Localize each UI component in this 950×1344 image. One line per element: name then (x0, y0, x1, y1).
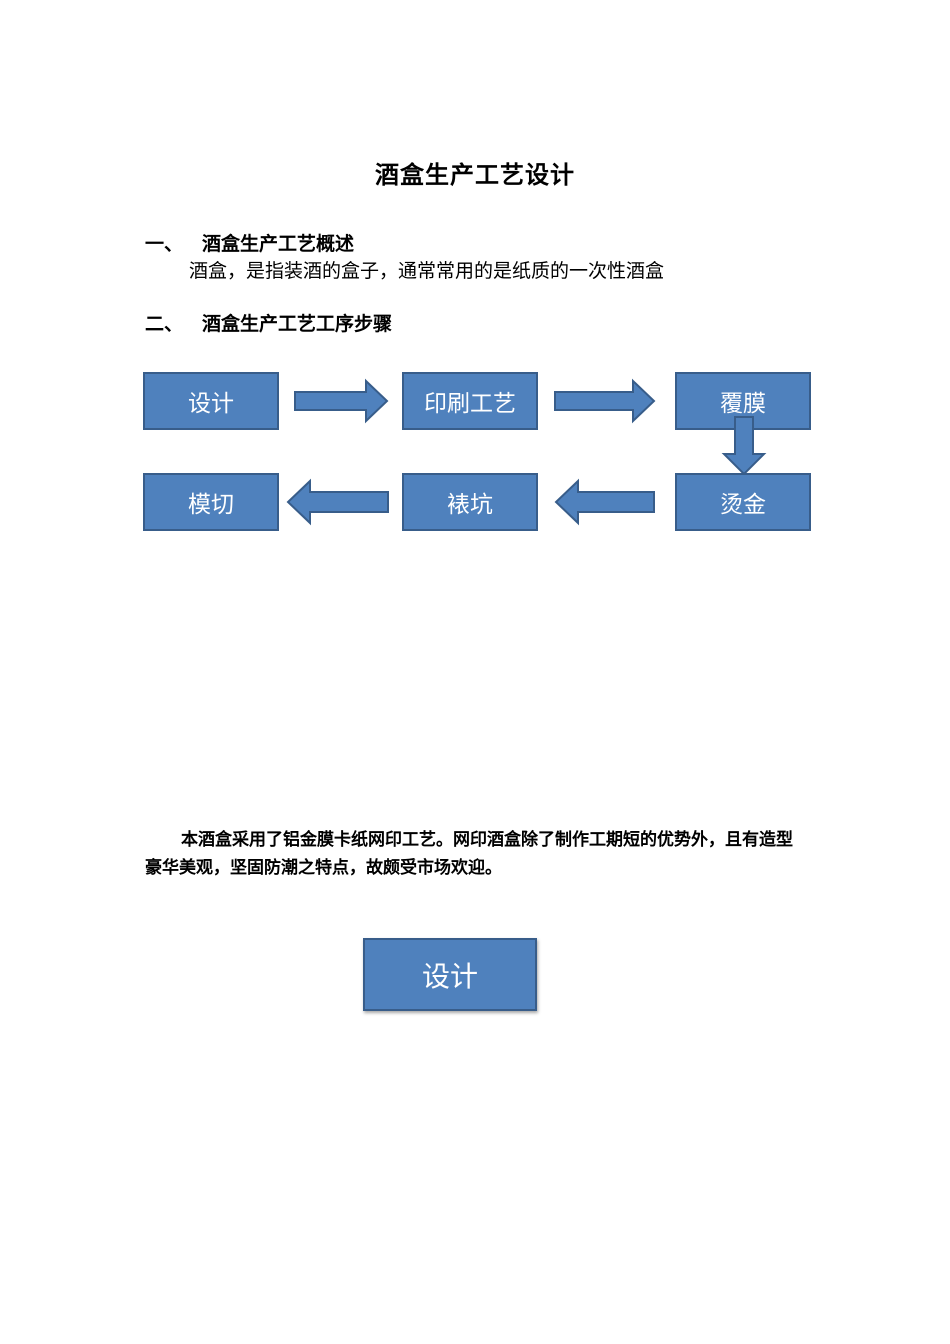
section-1-heading: 一、酒盒生产工艺概述 (145, 229, 354, 256)
step-printing-box: 印刷工艺 (402, 372, 538, 430)
step-design-box: 设计 (143, 372, 279, 430)
standalone-design-box: 设计 (363, 938, 537, 1011)
section-2-number: 二、 (145, 313, 184, 335)
section-2-title: 酒盒生产工艺工序步骤 (202, 313, 393, 335)
arrow-left-2 (286, 478, 389, 526)
arrow-left-1 (554, 478, 655, 526)
section-2-heading: 二、酒盒生产工艺工序步骤 (145, 309, 392, 336)
step-die-cutting-box: 模切 (143, 473, 279, 531)
section-1-number: 一、 (145, 233, 184, 255)
arrow-right-2 (554, 378, 656, 424)
step-mounting-box: 裱坑 (402, 473, 538, 531)
step-hot-stamping-box: 烫金 (675, 473, 811, 531)
arrow-right-1 (294, 378, 389, 424)
description-paragraph: 本酒盒采用了铝金膜卡纸网印工艺。网印酒盒除了制作工期短的优势外，且有造型豪华美观… (145, 830, 793, 878)
section-1-body: 酒盒，是指装酒的盒子，通常常用的是纸质的一次性酒盒 (189, 260, 665, 282)
section-1-title: 酒盒生产工艺概述 (202, 233, 355, 255)
arrow-down (721, 416, 767, 476)
step-laminating-box: 覆膜 (675, 372, 811, 430)
document-title: 酒盒生产工艺设计 (375, 160, 575, 189)
